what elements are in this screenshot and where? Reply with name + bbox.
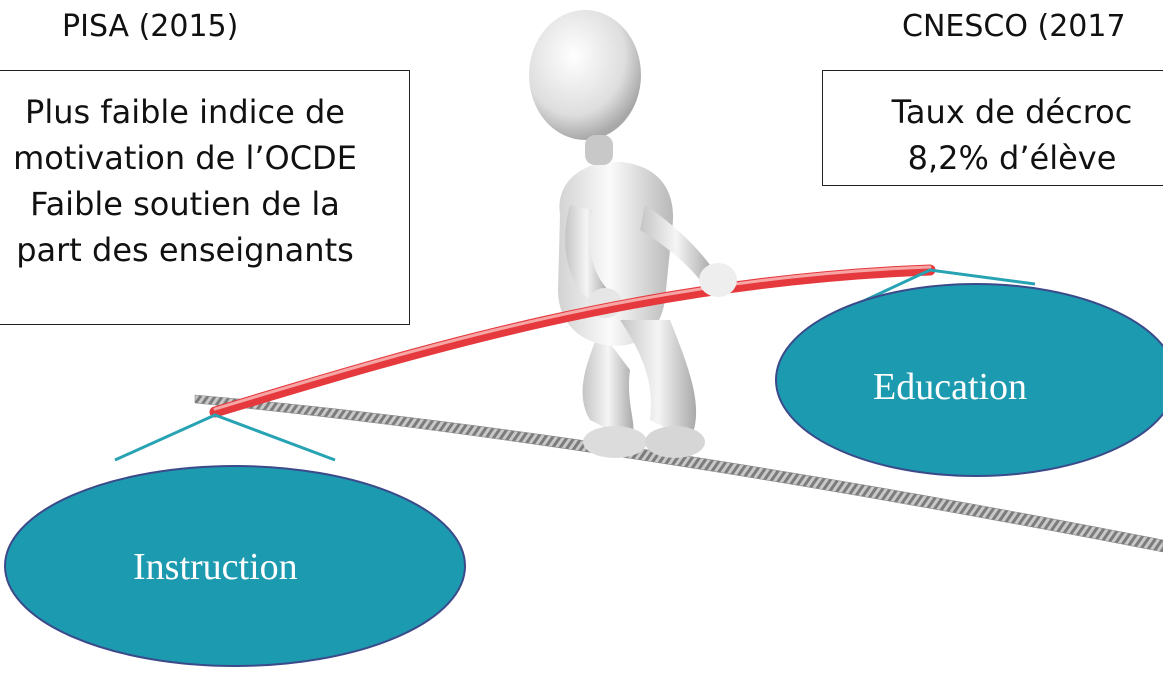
pisa-line-1: Plus faible indice de: [25, 93, 345, 131]
cnesco-line-2: 8,2% d’élève: [907, 139, 1117, 177]
figure-front-leg: [620, 320, 705, 458]
pisa-line-2: motivation de l’OCDE: [13, 139, 357, 177]
figure-front-hand: [699, 263, 737, 297]
figure-front-arm: [640, 205, 712, 280]
cnesco-findings-box: Taux de décroc 8,2% d’élève: [822, 70, 1163, 186]
education-label: Education: [873, 366, 1028, 408]
figure-back-leg: [582, 330, 647, 458]
pisa-findings-box: Plus faible indice de motivation de l’OC…: [0, 70, 410, 325]
figure-neck: [585, 135, 613, 165]
ellipse-instruction: [4, 465, 466, 667]
ellipse-education: [775, 283, 1163, 477]
pisa-line-4: part des enseignants: [16, 231, 354, 269]
balancing-pole: [209, 264, 936, 418]
figure-back-arm: [565, 205, 608, 300]
pisa-line-3: Faible soutien de la: [30, 185, 340, 223]
connector-instruction: [114, 413, 336, 462]
figure-head: [529, 10, 641, 140]
instruction-label: Instruction: [133, 546, 298, 588]
cnesco-line-1: Taux de décroc: [891, 93, 1133, 131]
tightrope: [194, 394, 1163, 553]
cnesco-header: CNESCO (2017: [902, 9, 1126, 44]
pisa-header: PISA (2015): [62, 9, 239, 44]
